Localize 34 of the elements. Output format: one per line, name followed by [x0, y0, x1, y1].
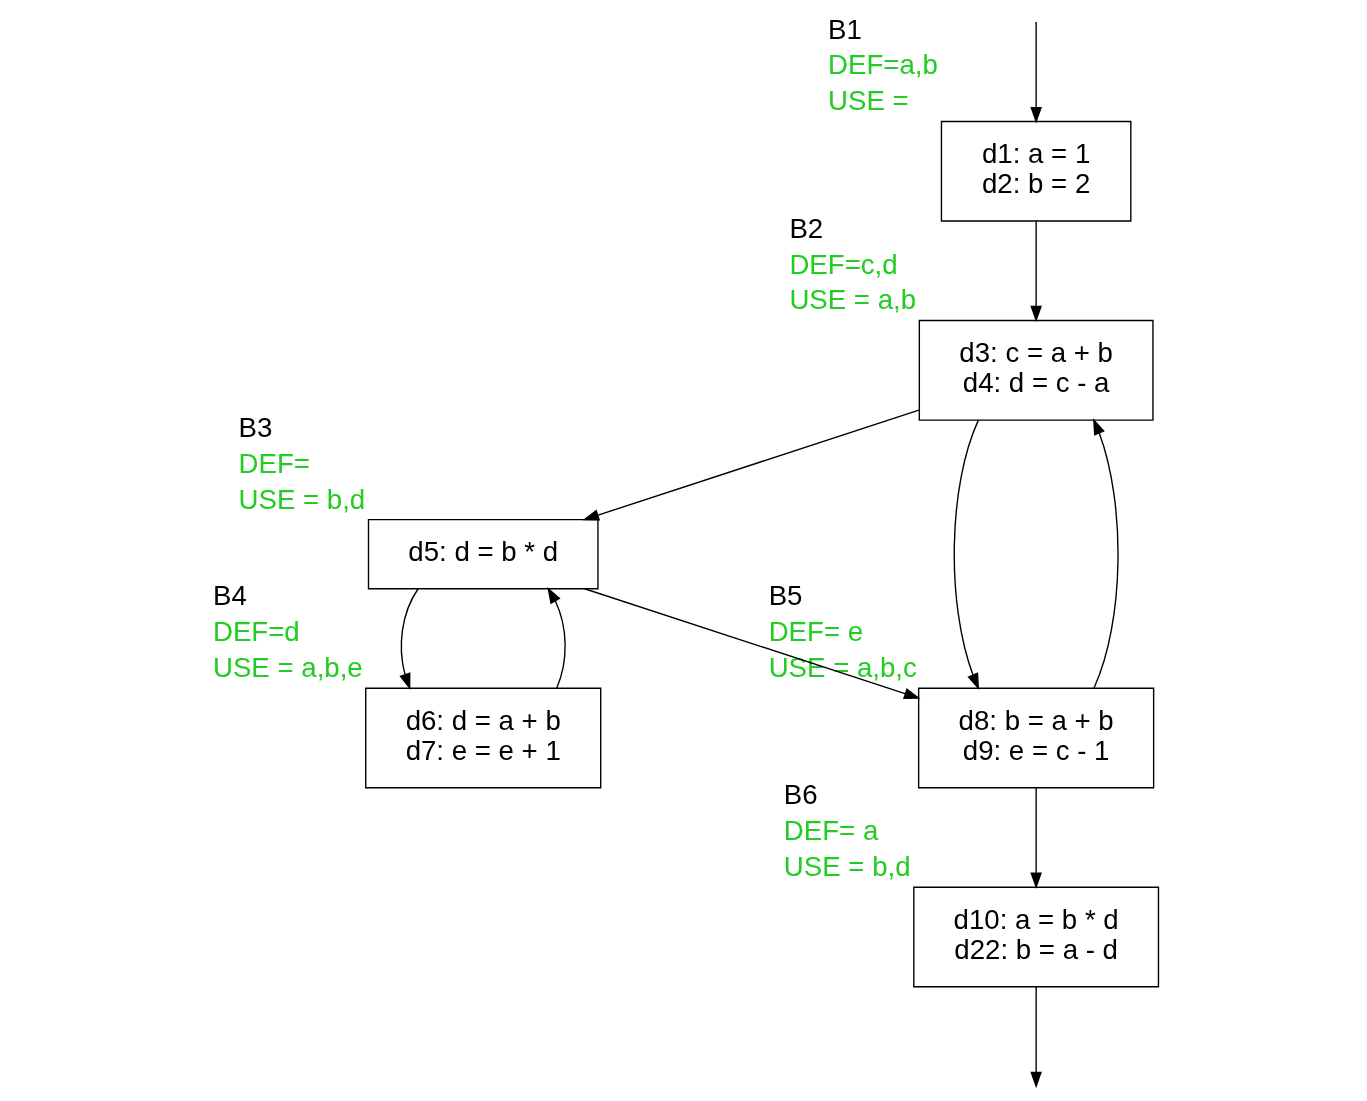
node-label: B3 [238, 411, 272, 443]
arrow [1029, 220, 1042, 323]
node-label: USE = a,b,c [768, 652, 917, 684]
node-label: B5 [768, 580, 802, 612]
node-label: DEF= e [768, 616, 863, 648]
arrow [546, 586, 566, 689]
node-label: DEF=c,d [788, 248, 898, 280]
node-label: USE = b,d [783, 851, 911, 883]
node-box: d8: b = a + b d9: e = c - 1 [917, 687, 1154, 789]
node-label: USE = a,b,e [212, 652, 363, 684]
arrow [1029, 986, 1042, 1089]
node-label: B2 [788, 212, 823, 244]
arrow [953, 419, 979, 690]
node-box: d6: d = a + b d7: e = e + 1 [364, 687, 601, 789]
arrow [1029, 787, 1042, 890]
node-box: d5: d = b * d [367, 518, 599, 590]
node-label: B4 [212, 580, 247, 612]
node-box: d10: a = b * d d22: b = a - d [912, 886, 1159, 988]
node-label: DEF= a [783, 815, 878, 847]
node-label: DEF=d [212, 616, 300, 648]
node-label: B6 [783, 779, 818, 811]
arrow [583, 588, 921, 700]
node-label: B1 [827, 13, 862, 45]
node-label: USE = b,d [238, 483, 365, 515]
node-label: USE = a,b [788, 284, 916, 316]
node-box: d1: a = 1 d2: b = 2 [940, 120, 1131, 222]
node-box: d3: c = a + b d4: d = c - a [918, 319, 1154, 421]
arrow [1029, 21, 1042, 124]
arrow [582, 409, 920, 521]
arrow [1092, 418, 1119, 689]
node-label: USE = [827, 85, 909, 117]
node-label: DEF= [238, 447, 310, 479]
node-label: DEF=a,b [827, 49, 938, 81]
arrow [398, 588, 419, 690]
